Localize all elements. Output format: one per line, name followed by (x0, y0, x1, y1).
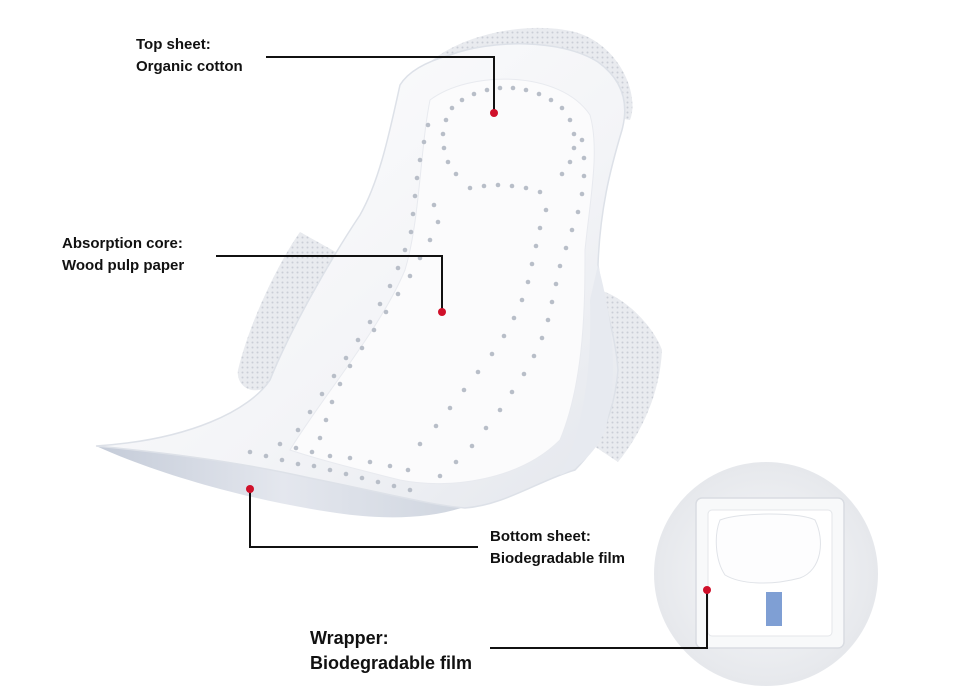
perforation-top-loop (440, 85, 577, 195)
marker-dots (246, 109, 711, 594)
perforation-left-rail (295, 122, 441, 441)
bottom-sheet-title: Bottom sheet: (490, 528, 591, 545)
wrapper-label: Wrapper: Biodegradable film (310, 626, 472, 676)
absorption-core-label: Absorption core: Wood pulp paper (62, 233, 184, 277)
bottom-sheet-material: Biodegradable film (490, 550, 626, 567)
wrapper-title: Wrapper: (310, 628, 389, 648)
wrapper-illustration (654, 462, 878, 686)
top-sheet-material: Organic cotton (136, 58, 243, 75)
leader-lines (216, 56, 708, 649)
top-sheet-label: Top sheet: Organic cotton (136, 34, 243, 78)
perforation-pattern (247, 85, 587, 493)
pad-side-shadow (560, 265, 614, 475)
bottom-sheet-label: Bottom sheet: Biodegradable film (490, 526, 625, 570)
bottom-sheet-marker-dot-icon (246, 485, 254, 493)
absorption-core-title: Absorption core: (62, 235, 183, 252)
wrapper-material: Biodegradable film (310, 653, 473, 673)
absorption-core-marker-dot-icon (438, 308, 446, 316)
top-sheet-marker-dot-icon (490, 109, 498, 117)
top-sheet-title: Top sheet: (136, 36, 211, 53)
perforation-front-rows (247, 441, 413, 493)
perforation-right-rail (417, 137, 587, 479)
tape-tab (766, 592, 782, 626)
wrapper-marker-dot-icon (703, 586, 711, 594)
leader-absorption-core (216, 255, 443, 312)
wrapper-flap (715, 513, 821, 584)
bottom-sheet-shape (96, 443, 470, 518)
leader-wrapper (490, 590, 708, 649)
leader-top-sheet (266, 56, 495, 113)
leader-bottom-sheet (249, 489, 478, 548)
absorption-core-material: Wood pulp paper (62, 257, 185, 274)
